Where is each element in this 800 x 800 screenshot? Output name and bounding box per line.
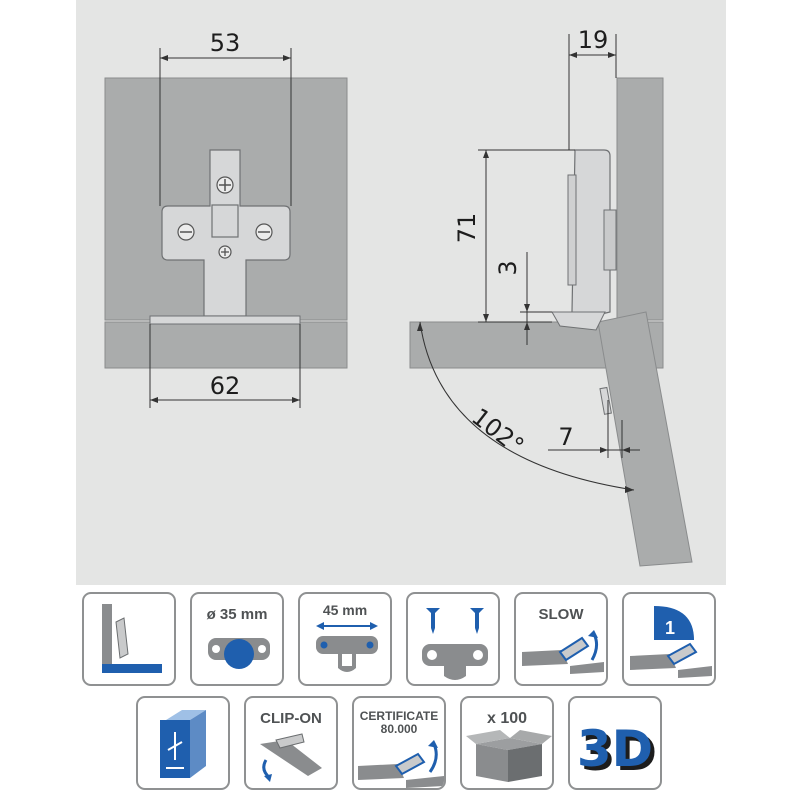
clip-on-label: CLIP-ON: [260, 710, 322, 727]
mounting-plate: [161, 149, 291, 317]
slow-label: SLOW: [538, 606, 584, 623]
tile-3-way-adjustment: [136, 696, 230, 790]
spacing-label: 45 mm: [322, 602, 368, 618]
certificate-icon: [358, 740, 444, 788]
door-edge-panel: [104, 321, 348, 369]
screw-fixing-icon: [422, 608, 488, 680]
dimension-depth-label: 19: [578, 26, 609, 54]
clip-on-icon: [260, 733, 322, 782]
plate-spacing-icon: [316, 622, 378, 672]
dimension-bottom-label: 62: [210, 372, 241, 400]
side-view: 19 71 3 7 102°: [409, 26, 693, 567]
soft-close-icon: [522, 630, 604, 674]
door-open-position: [597, 311, 693, 567]
tile-soft-close: SLOW: [514, 592, 608, 686]
dimension-offset-label: 3: [494, 260, 522, 275]
tile-step-one: 1: [622, 592, 716, 686]
three-d-icon: 3D 3D: [577, 720, 657, 782]
tile-quantity: x 100: [460, 696, 554, 790]
cup-diameter-icon: [208, 638, 270, 669]
adjust-slot: [211, 204, 239, 238]
step-one-icon: 1: [630, 606, 712, 678]
tile-cup-diameter: ø 35 mm: [190, 592, 284, 686]
overlay-mounting-icon: [102, 604, 162, 673]
hinge-cup-edge: [149, 315, 301, 325]
adjustment-cube-icon: [160, 710, 206, 778]
diameter-label: ø 35 mm: [206, 606, 268, 623]
box-icon: [466, 730, 552, 782]
tile-3d-adjustment: 3D 3D: [568, 696, 662, 790]
three-d-label: 3D: [577, 720, 653, 778]
dimension-top-label: 53: [210, 29, 241, 57]
tile-overlay-mounting: [82, 592, 176, 686]
step-number: 1: [665, 618, 675, 638]
certificate-label: CERTIFICATE: [359, 709, 439, 723]
quantity-label: x 100: [486, 710, 528, 727]
three-d-shadow: 3D: [581, 724, 657, 782]
tile-plate-spacing: 45 mm: [298, 592, 392, 686]
hinge-technical-drawing: 53 62 19 71 3: [76, 0, 726, 585]
tile-certificate: CERTIFICATE 80.000: [352, 696, 446, 790]
dimension-gap-label: 7: [558, 423, 573, 451]
front-view: 53 62: [104, 29, 348, 408]
certificate-cycles: 80.000: [380, 722, 418, 736]
cabinet-wall-section: [616, 77, 664, 321]
dimension-height-label: 71: [453, 213, 481, 244]
tile-screw-fixing: [406, 592, 500, 686]
tile-clip-on: CLIP-ON: [244, 696, 338, 790]
